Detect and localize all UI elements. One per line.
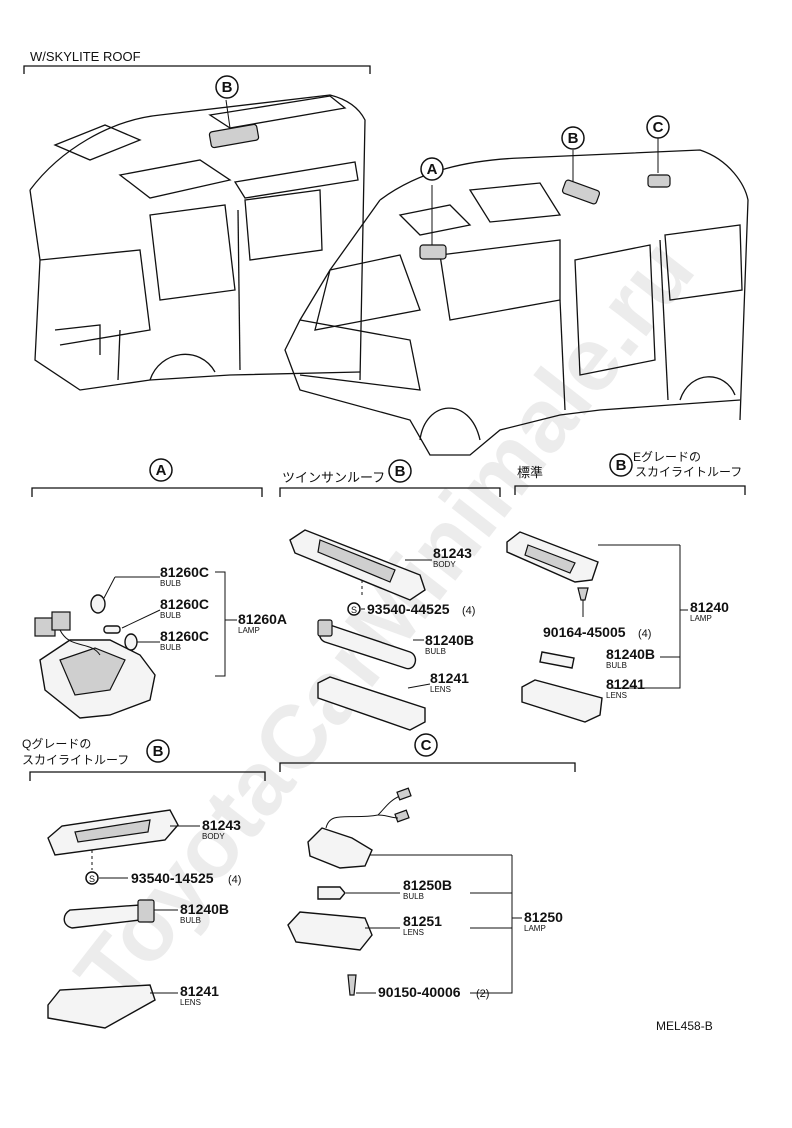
- section-c-label: C: [421, 737, 432, 754]
- part-b1-bulb-name: BULB: [425, 647, 446, 656]
- diagram-code: MEL458-B: [656, 1019, 713, 1033]
- part-c-lens-number: 81251: [403, 913, 442, 929]
- watermark: ToyotaCarMinimale.ru: [57, 221, 714, 1022]
- part-b3-screw-qty: (4): [228, 874, 241, 886]
- section-b-twin-label: B: [395, 463, 406, 480]
- section-b-std-line2: スカイライトルーフ: [635, 465, 742, 479]
- part-c-bulb-number: 81250B: [403, 877, 452, 893]
- callout-b-left: B: [222, 79, 233, 96]
- section-b-q-label: B: [153, 743, 164, 760]
- part-c-lamp-number: 81250: [524, 909, 563, 925]
- part-c-screw-number: 90150-40006: [378, 984, 461, 1000]
- part-a1-number: 81260C: [160, 564, 209, 580]
- part-b1-body-number: 81243: [433, 545, 472, 561]
- part-b1-lens-number: 81241: [430, 670, 469, 686]
- part-b1-bulb-number: 81240B: [425, 632, 474, 648]
- part-b3-screw-number: 93540-14525: [131, 870, 214, 886]
- part-b3-lens-name: LENS: [180, 998, 201, 1007]
- b1-screw-symbol: S: [351, 605, 357, 615]
- section-a: A 81260C BULB 81260C BULB 81260C BULB 81…: [31, 458, 287, 719]
- part-b1-lens-name: LENS: [430, 685, 451, 694]
- part-a-lamp-name: LAMP: [238, 626, 260, 635]
- part-b2-lamp-name: LAMP: [690, 614, 712, 623]
- section-b-std-line1: Eグレードの: [633, 450, 701, 464]
- header-group: W/SKYLITE ROOF: [23, 49, 371, 74]
- part-b1-body-name: BODY: [433, 560, 456, 569]
- part-a2-number: 81260C: [160, 596, 209, 612]
- part-b3-lens-number: 81241: [180, 983, 219, 999]
- section-c: C 81250B BULB 81251 LENS 81250 LAMP 9015…: [279, 733, 576, 1000]
- part-a2-name: BULB: [160, 611, 181, 620]
- callout-c: C: [653, 119, 664, 136]
- part-b2-lens-number: 81241: [606, 676, 645, 692]
- vehicle-callouts: B A B C: [215, 75, 670, 181]
- section-b-std-label: B: [616, 457, 627, 474]
- part-c-screw-qty: (2): [476, 988, 489, 1000]
- part-b3-bulb-name: BULB: [180, 916, 201, 925]
- section-b-q-line1: Qグレードの: [22, 737, 91, 751]
- part-b3-body-name: BODY: [202, 832, 225, 841]
- callout-b-right: B: [568, 130, 579, 147]
- section-b-twin-sunroof: ツインサンルーフ B S 81243 BODY 93540-44525 (4) …: [279, 459, 501, 731]
- part-a3-number: 81260C: [160, 628, 209, 644]
- section-a-label: A: [156, 462, 167, 479]
- part-b3-bulb-number: 81240B: [180, 901, 229, 917]
- part-c-bulb-name: BULB: [403, 892, 424, 901]
- section-b-q-grade: Qグレードの スカイライトルーフ B S 81243 BODY 93540-14…: [22, 737, 266, 1029]
- part-c-lens-name: LENS: [403, 928, 424, 937]
- b3-screw-symbol: S: [89, 874, 95, 884]
- page-title: W/SKYLITE ROOF: [30, 49, 141, 64]
- van-twin-sunroof-illustration: [284, 138, 749, 456]
- part-b2-lamp-number: 81240: [690, 599, 729, 615]
- part-b2-bulb-name: BULB: [606, 661, 627, 670]
- section-b-standard: 標準 B Eグレードの スカイライトルーフ 90164-45005 (4) 81…: [506, 450, 746, 723]
- part-b2-screw-qty: (4): [638, 628, 651, 640]
- part-b2-lens-name: LENS: [606, 691, 627, 700]
- part-b2-bulb-number: 81240B: [606, 646, 655, 662]
- part-b2-screw-number: 90164-45005: [543, 624, 626, 640]
- part-b1-screw-qty: (4): [462, 605, 475, 617]
- part-b3-body-number: 81243: [202, 817, 241, 833]
- part-b1-screw-number: 93540-44525: [367, 601, 450, 617]
- van-skylite-illustration: [29, 94, 366, 391]
- part-c-lamp-name: LAMP: [524, 924, 546, 933]
- section-b-q-line2: スカイライトルーフ: [22, 753, 129, 767]
- part-a3-name: BULB: [160, 643, 181, 652]
- section-b-twin-prefix: ツインサンルーフ: [282, 470, 385, 485]
- part-a-lamp-number: 81260A: [238, 611, 287, 627]
- section-b-std-prefix: 標準: [517, 465, 543, 480]
- callout-a: A: [427, 161, 438, 178]
- part-a1-name: BULB: [160, 579, 181, 588]
